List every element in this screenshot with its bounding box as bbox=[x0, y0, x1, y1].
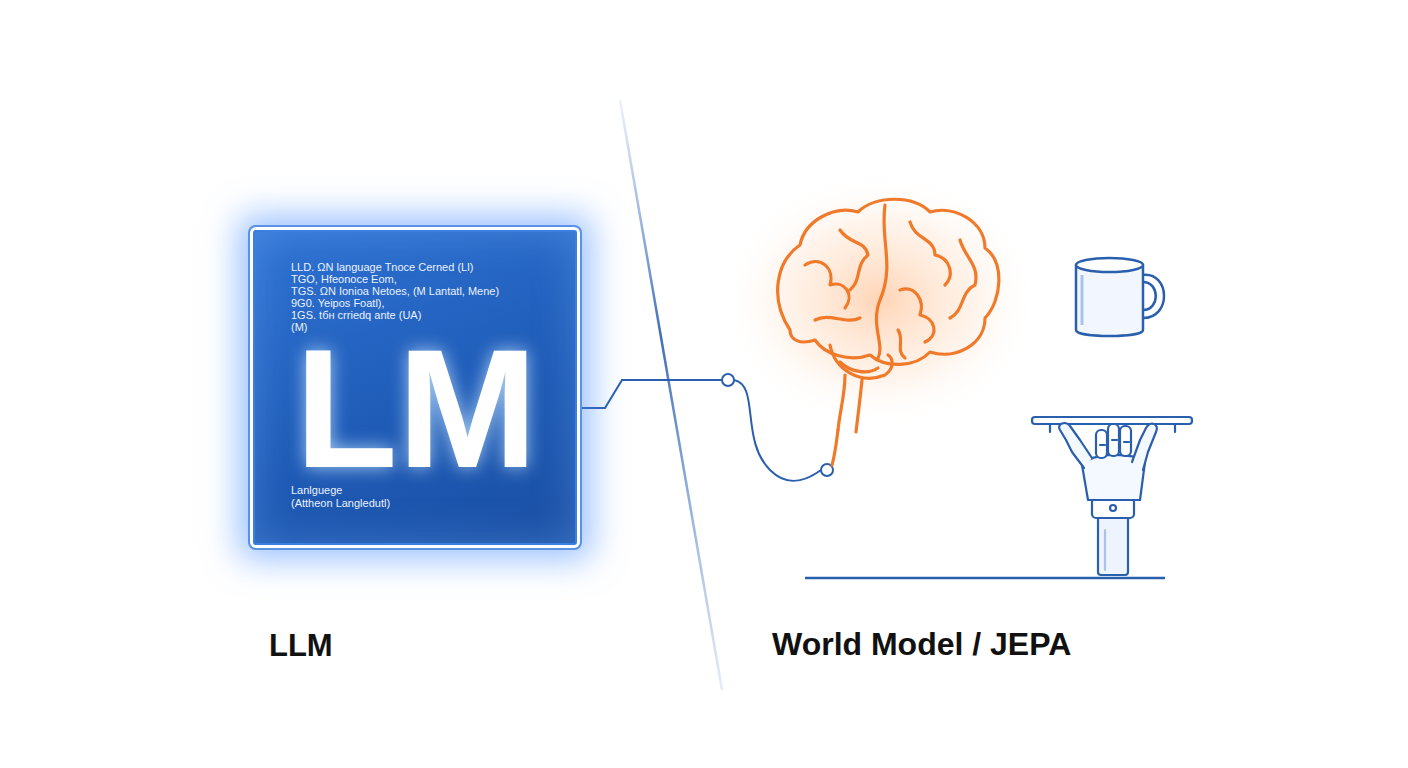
brain-icon bbox=[778, 199, 999, 465]
header-line: 1GS. tбн crriedq ante (UA) bbox=[291, 310, 421, 321]
footer-line: (Attheon Langledutl) bbox=[291, 498, 390, 509]
box-title: LM bbox=[295, 325, 538, 493]
header-line: TGS. ΩN Ionioa Netoes, (M Lantatl, Mene) bbox=[291, 286, 499, 297]
section-heading: World Model / JEPA bbox=[772, 626, 1071, 663]
robot-hand-icon bbox=[1032, 417, 1192, 575]
header-line: LLD. ΩN language Tnoce Cerned (Ll) bbox=[291, 262, 473, 273]
divider-line bbox=[620, 100, 722, 690]
box-heading: LLM bbox=[269, 630, 333, 661]
model-box: LLD. ΩN language Tnoce Cerned (Ll)TGO, H… bbox=[253, 230, 577, 545]
brain-glow bbox=[720, 170, 1040, 430]
footer-line: Lanlguege bbox=[291, 485, 342, 496]
ground-line bbox=[805, 577, 1165, 580]
header-line: 9G0. Yeipos Foatl), bbox=[291, 298, 385, 309]
mug-icon bbox=[1076, 258, 1164, 336]
header-line: TGO, Hfeonoce Eom, bbox=[291, 274, 397, 285]
